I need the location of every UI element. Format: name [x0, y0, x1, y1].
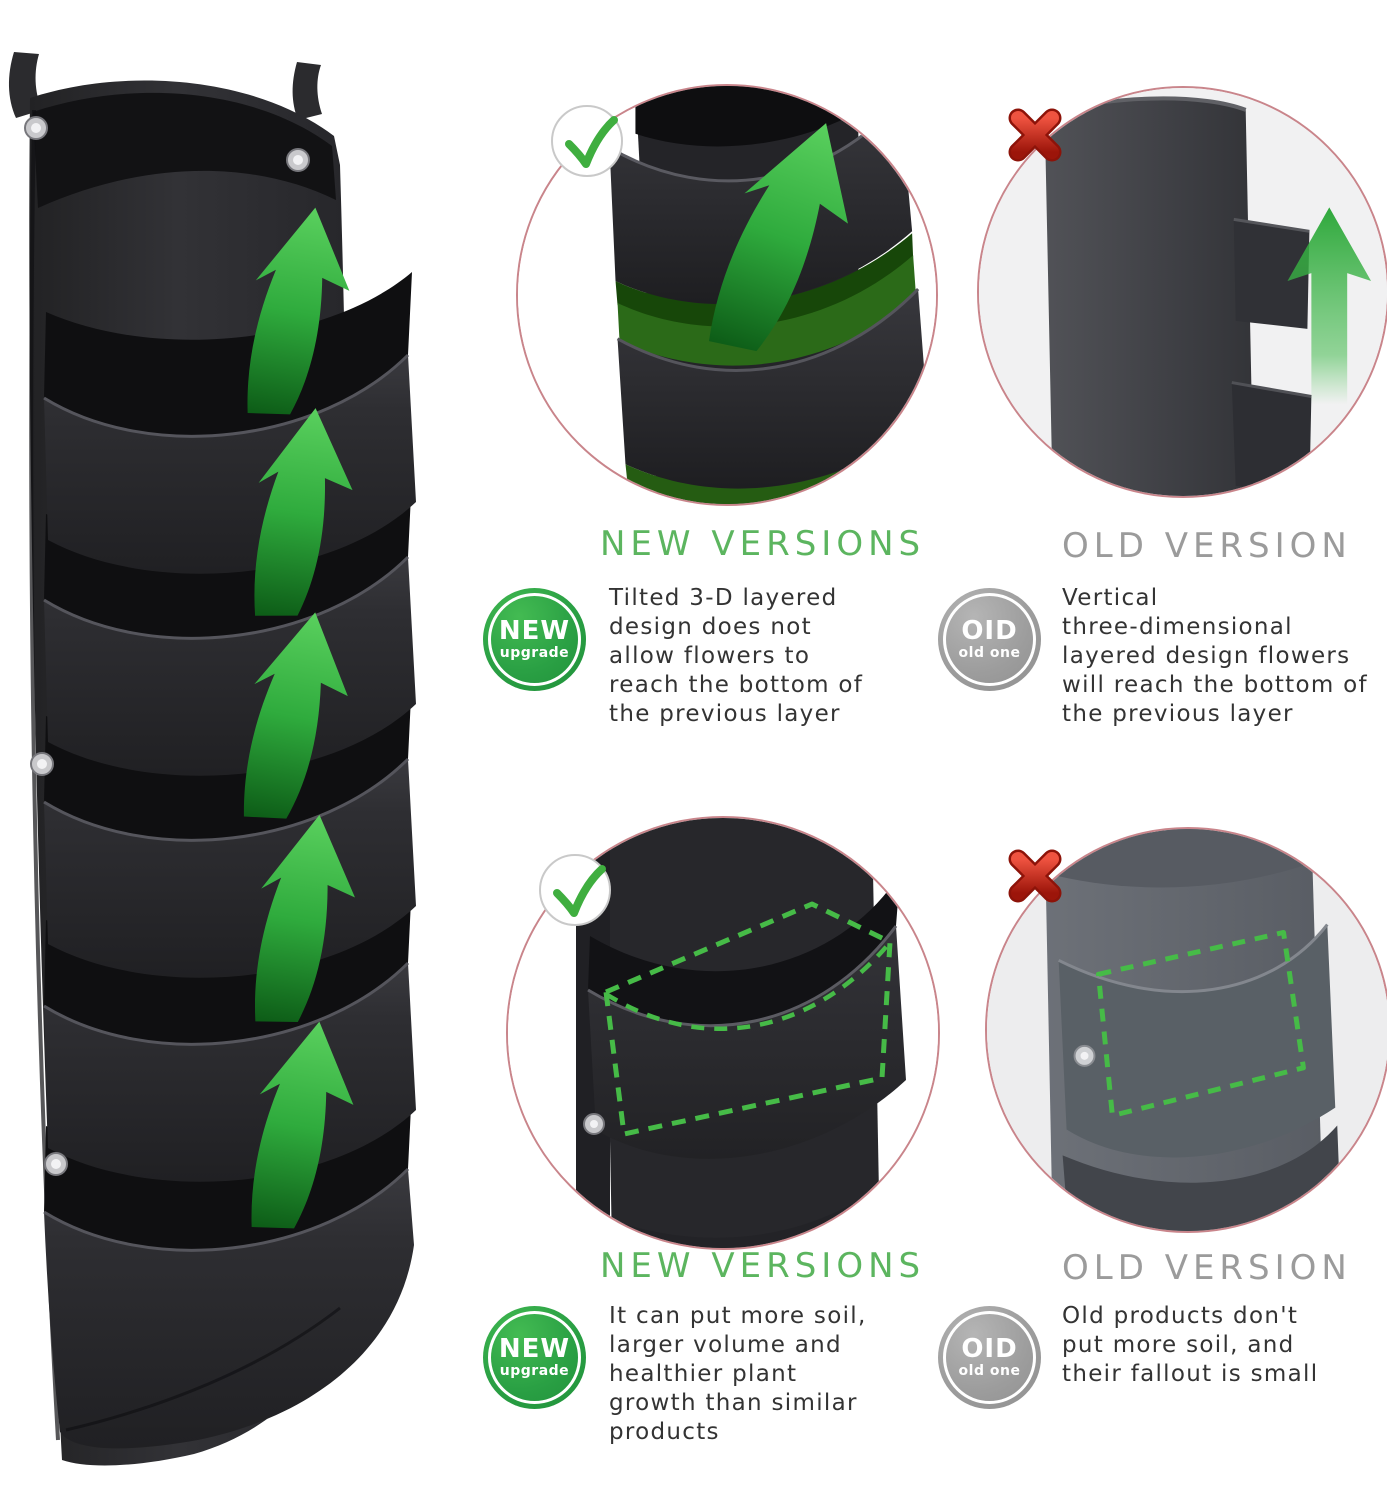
old-description-1: Vertical three-dimensional layered desig…: [1062, 585, 1368, 727]
up-arrow-icon: [1287, 207, 1372, 405]
planter-pockets-and-arrows: [43, 199, 416, 1449]
volume-outline-dashed: [603, 901, 894, 1137]
check-icon: [549, 103, 625, 179]
new-description-1: Tilted 3-D layered design does not allow…: [609, 585, 864, 727]
badge-line1: OID: [961, 1333, 1018, 1364]
new-versions-heading-2: NEW VERSIONS: [600, 1246, 926, 1286]
check-icon: [537, 852, 613, 928]
volume-outline-dashed: [1095, 929, 1306, 1119]
cross-icon: [999, 99, 1071, 171]
new-versions-heading-1: NEW VERSIONS: [600, 524, 926, 564]
new-design-photo-1: [516, 84, 938, 506]
new-upgrade-badge-1: NEW upgrade: [483, 588, 586, 691]
new-description-2: It can put more soil, larger volume and …: [609, 1303, 867, 1445]
badge-line1: OID: [961, 615, 1018, 646]
old-one-badge-1: OID old one: [938, 588, 1041, 691]
badge-line1: NEW: [498, 1333, 571, 1364]
old-design-photo-1: [977, 86, 1387, 498]
old-version-heading-1: OLD VERSION: [1062, 526, 1352, 566]
old-description-2: Old products don't put more soil, and th…: [1062, 1303, 1319, 1387]
badge-line2: old one: [958, 1363, 1021, 1380]
vertical-planter-photo: [8, 52, 416, 1466]
badge-line2: upgrade: [499, 1363, 570, 1380]
cross-icon: [999, 840, 1071, 912]
old-version-heading-2: OLD VERSION: [1062, 1248, 1352, 1288]
old-one-badge-2: OID old one: [938, 1306, 1041, 1409]
grommets: [24, 116, 310, 1176]
badge-line2: old one: [958, 645, 1021, 662]
old-design-photo-2: [985, 827, 1387, 1233]
badge-line1: NEW: [498, 615, 571, 646]
badge-line2: upgrade: [499, 645, 570, 662]
new-upgrade-badge-2: NEW upgrade: [483, 1306, 586, 1409]
